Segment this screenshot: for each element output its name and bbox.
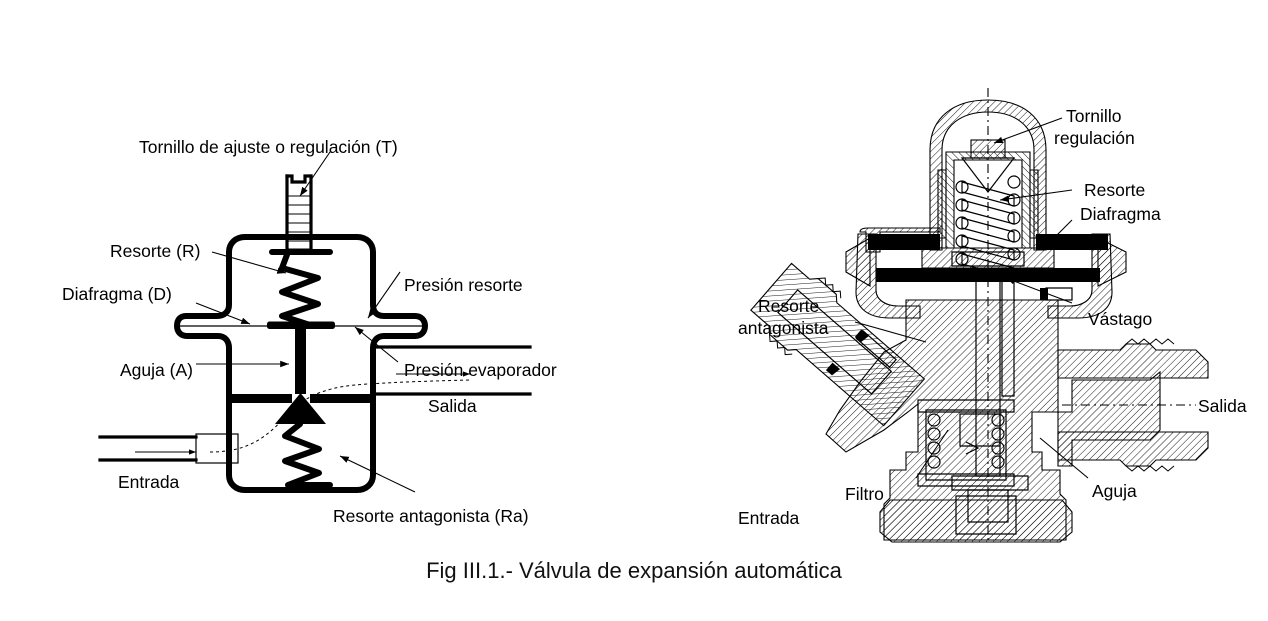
- label-adjust-screw: Tornillo de ajuste o regulación (T): [139, 137, 398, 157]
- valve-body-outline: [174, 234, 428, 493]
- label-filter-right: Filtro: [845, 484, 884, 504]
- label-spring-right: Resorte: [1084, 180, 1145, 200]
- label-adjust-screw-line2: regulación: [1054, 128, 1135, 148]
- label-evaporator-pressure: Presión evaporador: [404, 360, 557, 380]
- spring-R-shape: [269, 249, 333, 328]
- outlet-spigot-shape: [1057, 338, 1209, 472]
- label-outlet-right: Salida: [1198, 396, 1247, 416]
- label-stem-right: Vástago: [1088, 309, 1152, 329]
- counter-spring-Ra-shape: [282, 421, 333, 488]
- label-spring-pressure: Presión resorte: [404, 275, 523, 295]
- outlet-pipe-shape: [371, 345, 532, 396]
- label-needle-A: Aguja (A): [120, 360, 193, 380]
- label-adjust-screw-line1: Tornillo: [1066, 106, 1121, 126]
- label-inlet: Entrada: [118, 472, 180, 492]
- label-diaphragm-D: Diafragma (D): [62, 284, 172, 304]
- label-counter-spring-line2: antagonista: [738, 318, 829, 338]
- label-spring-R: Resorte (R): [110, 241, 200, 261]
- stem-detail-block: [1040, 287, 1073, 301]
- inlet-arm-shape: [750, 262, 926, 427]
- stem-shape: [951, 267, 1029, 523]
- left-schematic-group: Tornillo de ajuste o regulación (T) Reso…: [62, 137, 557, 526]
- label-needle-right: Aguja: [1092, 481, 1137, 501]
- needle-stem: [295, 325, 306, 397]
- valve-base-shape: [879, 495, 1073, 543]
- adjust-screw-shape: [285, 174, 313, 254]
- spring-housing-shape: [937, 151, 1039, 249]
- counter-spring-cutaway-shape: [917, 399, 1015, 487]
- right-cutaway-group: Tornillo regulación Resorte Diafragma Re…: [738, 88, 1247, 543]
- right-leader-lines: [854, 117, 1089, 479]
- label-counter-spring-line1: Resorte: [758, 296, 819, 316]
- inlet-pipe-shape: [98, 433, 239, 464]
- filter-shape: [825, 329, 897, 376]
- adjust-screw-cone-shape: [960, 139, 1016, 193]
- label-inlet-right: Entrada: [738, 508, 800, 528]
- figure-caption: Fig III.1.- Válvula de expansión automát…: [426, 558, 843, 583]
- label-outlet: Salida: [428, 396, 477, 416]
- label-diaphragm-right: Diafragma: [1080, 204, 1161, 224]
- left-leader-lines: [195, 151, 416, 493]
- needle-cone-shape: [275, 393, 326, 424]
- label-counter-spring-Ra: Resorte antagonista (Ra): [333, 506, 529, 526]
- flow-path-curve: [209, 379, 471, 453]
